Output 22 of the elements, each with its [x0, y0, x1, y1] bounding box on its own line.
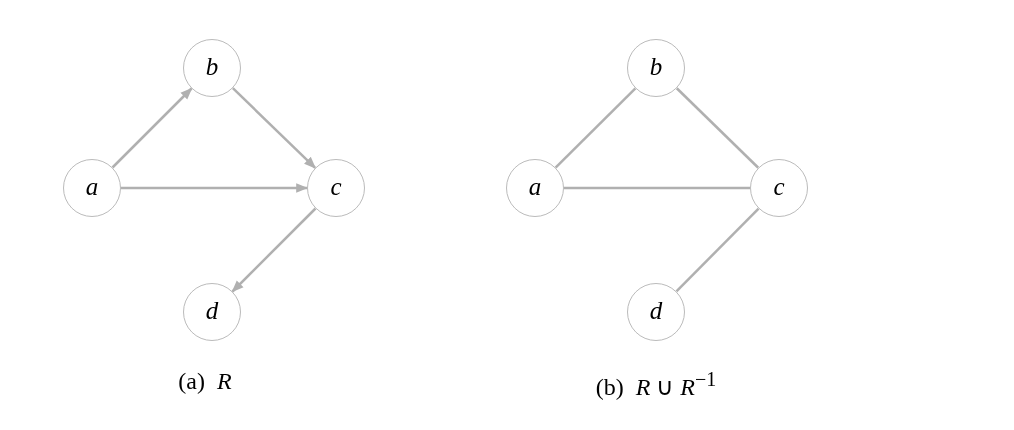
connector-line [675, 207, 760, 293]
subfigure-caption: (b) R ∪ R$^{−1}$ [595, 368, 717, 401]
node-label: a [528, 174, 542, 199]
node-circle [627, 39, 685, 97]
node-circle [750, 159, 808, 217]
node-circle [183, 39, 241, 97]
node-label: d [649, 298, 663, 323]
arrow [111, 87, 193, 169]
node-label: c [773, 174, 785, 199]
node-label: c [330, 174, 342, 199]
arrow [231, 207, 317, 293]
connector-line [554, 87, 637, 169]
connector-line [564, 186, 750, 190]
subfigure-caption: (a) R [178, 368, 232, 395]
node-label: d [205, 298, 219, 323]
connector-line [675, 87, 760, 169]
arrow [231, 87, 317, 169]
node-label: b [205, 54, 219, 79]
node-circle [307, 159, 365, 217]
arrow [121, 183, 309, 193]
node-label: b [649, 54, 663, 79]
node-label: a [85, 174, 99, 199]
